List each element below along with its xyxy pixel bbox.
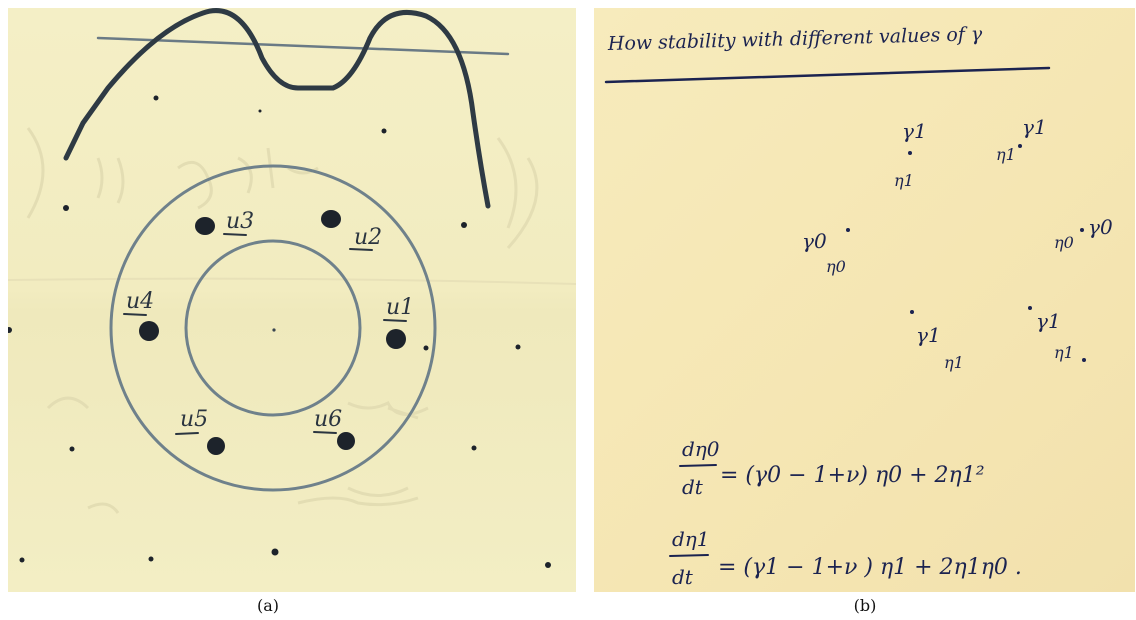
dot-u5: [207, 437, 225, 455]
eq1-rhs: = (γ0 − 1+ν) η0 + 2η1²: [720, 463, 985, 488]
marker-dots: [846, 144, 1086, 362]
eq2-rhs: = (γ1 − 1+ν ) η1 + 2η1η0 .: [718, 555, 1022, 580]
marker-gamma1-bottom-left: γ1: [916, 323, 941, 347]
marker-eta1-top-right: η1: [996, 145, 1016, 164]
marker-gamma0-right: γ0: [1088, 215, 1113, 239]
marker-gamma1-bottom-right: γ1: [1036, 309, 1061, 333]
marker-eta0-left: η0: [826, 257, 846, 276]
equation-1: dη0 dt = (γ0 − 1+ν) η0 + 2η1²: [679, 437, 985, 499]
double-hump-curve: [63, 8, 491, 209]
ink-specks: [8, 95, 551, 568]
label-u5: u5: [180, 407, 208, 432]
equation-2: dη1 dt = (γ1 − 1+ν ) η1 + 2η1η0 .: [669, 527, 1022, 589]
heading-underline: [604, 66, 1051, 84]
annulus-sketch: u3 u2 u4 u1 u5 u6: [8, 8, 576, 568]
show-through-text: [26, 127, 539, 514]
marker-eta1-bottom-right: η1: [1054, 343, 1074, 362]
eq2-denominator: dt: [672, 565, 694, 589]
panel-b-notes: How stability with different values of γ…: [594, 8, 1135, 592]
label-u2: u2: [354, 225, 382, 250]
label-underlines: [123, 233, 407, 435]
marker-eta1-bottom-left: η1: [944, 353, 964, 372]
eq2-fraction-bar: [669, 554, 709, 557]
eq2-numerator: dη1: [672, 527, 710, 551]
caption-b: (b): [853, 596, 877, 615]
eq1-denominator: dt: [682, 475, 704, 499]
baseline-line: [96, 36, 510, 56]
dot-u6: [337, 432, 355, 450]
stability-markers: γ1 η1 γ1 η1 γ0 η0 η0 γ0 γ1 η1 γ1 η1: [802, 115, 1113, 372]
caption-a: (a): [256, 596, 280, 615]
dot-u3: [195, 217, 215, 235]
mode-labels: u3 u2 u4 u1 u5 u6: [126, 209, 414, 432]
marker-eta0-right: η0: [1054, 233, 1074, 252]
label-u4: u4: [126, 289, 154, 314]
marker-gamma1-top-right: γ1: [1022, 115, 1047, 139]
dot-u2: [321, 210, 341, 228]
stability-notes: How stability with different values of γ…: [604, 23, 1113, 589]
label-u6: u6: [314, 407, 342, 432]
mode-dots: [139, 210, 406, 455]
marker-eta1-top-left: η1: [894, 171, 914, 190]
label-u3: u3: [226, 209, 254, 234]
eq1-numerator: dη0: [682, 437, 720, 461]
fold-line: [8, 277, 576, 285]
marker-gamma0-left: γ0: [802, 229, 827, 253]
label-u1: u1: [386, 295, 414, 320]
dot-u4: [139, 321, 159, 341]
dot-u1: [386, 329, 406, 349]
notes-heading: How stability with different values of γ: [607, 23, 984, 55]
marker-gamma1-top-left: γ1: [902, 119, 927, 143]
outer-circle: [109, 164, 437, 492]
panel-a-sketch: u3 u2 u4 u1 u5 u6: [8, 8, 576, 592]
inner-circle: [184, 239, 362, 417]
center-point: [272, 328, 276, 332]
eq1-fraction-bar: [679, 464, 717, 467]
